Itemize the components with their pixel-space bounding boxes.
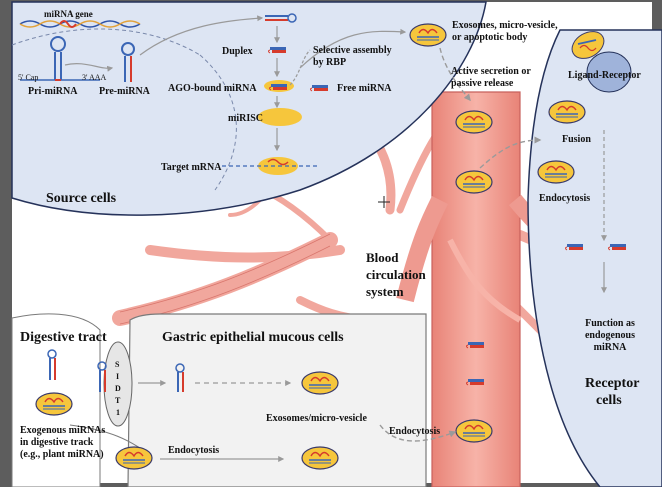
vesicle-vessel-1 <box>455 110 493 134</box>
label-pri-mirna: Pri-miRNA <box>28 86 78 97</box>
label-mirna-gene: miRNA gene <box>44 9 93 19</box>
label-function-2: endogenous <box>584 330 635 341</box>
transporter-mirna <box>97 361 107 392</box>
sidt1-letter-4: T <box>115 396 121 405</box>
label-function-3: miRNA <box>593 342 627 353</box>
label-pre-mirna: Pre-miRNA <box>99 86 150 97</box>
label-duplex: Duplex <box>222 46 253 57</box>
label-endocytosis-vessel: Endocytosis <box>389 426 441 437</box>
gastric-vesicle-2 <box>301 446 339 470</box>
label-function-1: Function as <box>585 318 635 329</box>
vesicle-vessel-2 <box>455 170 493 194</box>
pri-mirna-hairpin <box>20 36 100 81</box>
label-ligand-receptor: Ligand-Receptor <box>568 70 641 81</box>
label-blood-2: circulation <box>366 267 426 282</box>
label-endocytosis-receptor: Endocytosis <box>539 193 591 204</box>
label-endocytosis-gastric: Endocytosis <box>168 445 220 456</box>
vesicle-endocytosis <box>537 160 575 184</box>
label-mirisc: miRISC <box>228 113 264 124</box>
label-cap: 5' Cap <box>18 73 39 82</box>
label-target-mrna: Target mRNA <box>161 162 222 173</box>
label-selective-1: Selective assembly <box>313 45 392 56</box>
label-exosomes-2: or apoptotic body <box>452 32 528 43</box>
label-free-mirna: Free miRNA <box>337 83 392 94</box>
label-ago-bound: AGO-bound miRNA <box>168 83 257 94</box>
receptor-protein <box>586 51 632 93</box>
gastric-vesicle-1 <box>301 371 339 395</box>
label-exogenous-2: in digestive track <box>20 437 94 448</box>
label-active-2: passive release <box>451 78 514 89</box>
label-aaa: 3' AAA <box>82 73 107 82</box>
vesicle-fusion <box>548 100 586 124</box>
label-active-1: Active secretion or <box>451 66 531 77</box>
label-fusion: Fusion <box>562 134 591 145</box>
crosshair-cursor-icon <box>378 196 390 208</box>
label-exosomes-gastric: Exosomes/micro-vesicle <box>266 413 367 424</box>
source-cells-title: Source cells <box>46 191 117 206</box>
gastric-cell <box>127 313 427 487</box>
gastric-cells-title: Gastric epithelial mucous cells <box>162 330 344 345</box>
label-blood-3: system <box>366 284 404 299</box>
gastric-vesicle-in <box>115 446 153 470</box>
ligand-vesicle <box>571 31 605 59</box>
mirisc-complex <box>258 108 302 126</box>
label-blood-1: Blood <box>366 250 399 265</box>
receptor-cells-title-1: Receptor <box>585 376 640 391</box>
digestive-tract-title: Digestive tract <box>20 330 107 345</box>
receptor-cell <box>527 29 662 487</box>
sidt1-letter-5: 1 <box>116 408 120 417</box>
digestive-mirna <box>47 349 57 380</box>
pre-mirna-hairpin <box>121 42 135 82</box>
dna-strand-orange <box>19 20 141 28</box>
main-vessel <box>431 91 521 487</box>
vesicle-source <box>409 23 447 47</box>
sidt1-letter-2: I <box>116 372 120 381</box>
gastric-mirna-1 <box>175 363 185 392</box>
nucleus-boundary <box>199 54 237 191</box>
label-exogenous-3: (e.g., plant miRNA) <box>20 449 104 460</box>
vessel-branch-left <box>396 195 449 303</box>
vessel-vesicle-3 <box>455 419 493 443</box>
digestive-vesicle <box>35 392 73 416</box>
label-exogenous-1: Exogenous miRNAs <box>20 425 106 436</box>
label-selective-2: by RBP <box>313 57 347 68</box>
sidt1-letter-3: D <box>115 384 121 393</box>
pre-mirna-cytoplasm <box>265 13 297 23</box>
sidt1-letter-1: S <box>115 360 120 369</box>
receptor-cells-title-2: cells <box>596 393 622 408</box>
label-exosomes-1: Exosomes, micro-vesicle, <box>452 20 558 31</box>
